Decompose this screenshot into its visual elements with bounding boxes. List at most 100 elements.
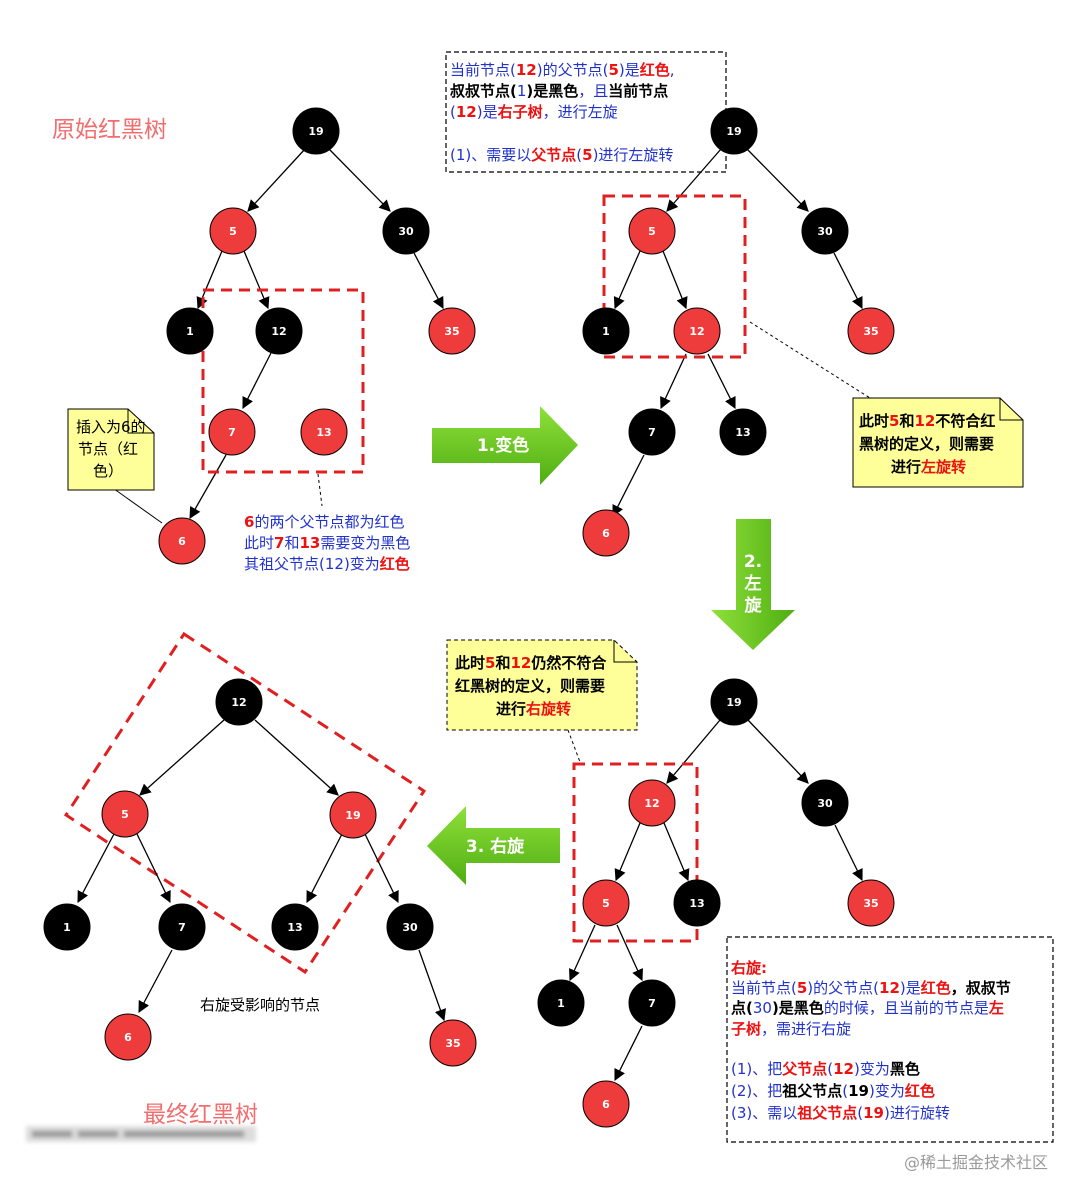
node-label: 13 xyxy=(689,897,704,910)
node-label: 19 xyxy=(308,125,323,138)
text-segment: 5 xyxy=(889,412,899,430)
node-label: 30 xyxy=(402,921,418,934)
panel3-rotation-box: 右旋: 当前节点(5)的父节点(12)是红色，叔叔节 点(30)是黑色的时候，且… xyxy=(726,936,1054,1143)
tree-node xyxy=(847,879,895,927)
node-label: 12 xyxy=(231,696,246,709)
tree-node xyxy=(628,779,676,827)
text-segment: 仍然不符合 xyxy=(530,654,607,672)
text-segment: 此时 xyxy=(455,654,485,672)
tree-node xyxy=(428,307,476,355)
arrow-label: 左 xyxy=(745,573,762,594)
node-label: 5 xyxy=(602,897,610,910)
panel3-edges xyxy=(569,719,863,1082)
edge xyxy=(254,719,339,796)
rotation-line: 点(30)是黑色的时候，且当前的节点是左 xyxy=(731,999,1004,1017)
tree-node xyxy=(673,307,721,355)
rotation-line: 右旋: xyxy=(731,959,767,977)
edge xyxy=(306,833,343,904)
panel1-desc-line: 此时7和13需要变为黑色 xyxy=(244,534,410,552)
text-segment: 红色 xyxy=(640,61,670,79)
text-segment: 12 xyxy=(510,654,531,672)
insert-note-line: 色） xyxy=(93,462,123,480)
text-segment: 19 xyxy=(848,1082,869,1100)
text-segment: )是 xyxy=(477,103,498,121)
text-segment: 不符合红 xyxy=(935,412,995,430)
arrow-label: 1.变色 xyxy=(477,435,529,456)
edge xyxy=(833,252,863,310)
text-segment: 当前节点( xyxy=(731,979,797,997)
edge xyxy=(834,824,863,882)
text-segment: 12 xyxy=(914,412,935,430)
text-segment: , xyxy=(670,61,675,79)
text-segment: 左旋转 xyxy=(920,458,966,476)
insert-note-line: 节点（红 xyxy=(78,440,138,458)
text-segment: 祖父节点 xyxy=(796,1104,857,1122)
node-label: 35 xyxy=(863,897,878,910)
text-segment: 1 xyxy=(517,82,527,100)
panel2-note: 此时5和12不符合红 黑树的定义，则需要 进行左旋转 xyxy=(749,321,1024,488)
tree-node xyxy=(158,903,206,951)
text-segment: )的父节点( xyxy=(537,61,609,79)
tree-node xyxy=(582,1080,630,1128)
edge xyxy=(707,353,736,410)
tree-node xyxy=(628,979,676,1027)
edge xyxy=(328,148,391,212)
edge xyxy=(614,822,641,882)
node-label: 6 xyxy=(178,535,186,548)
condition-line: 当前节点(12)的父节点(5)是红色, xyxy=(450,61,675,79)
node-label: 1 xyxy=(602,325,610,338)
edge xyxy=(413,252,444,310)
node-label: 35 xyxy=(445,1037,460,1050)
text-segment: 祖父节点 xyxy=(781,1082,842,1100)
text-segment: 需要变为黑色 xyxy=(320,534,410,552)
text-segment: )变为 xyxy=(854,1060,890,1078)
text-segment: 右旋转 xyxy=(526,700,571,718)
panel2-edges xyxy=(612,148,863,518)
rotation-line: (3)、需以祖父节点(19)进行旋转 xyxy=(731,1104,950,1122)
edge xyxy=(747,719,809,784)
text-segment: (2)、把 xyxy=(731,1082,782,1100)
text-segment: 6 xyxy=(244,513,254,531)
node-label: 19 xyxy=(726,125,741,138)
text-segment: 的两个父节点都为红色 xyxy=(254,513,404,531)
panel4-title: 最终红黑树 xyxy=(143,1102,258,1128)
note-line: 黑树的定义，则需要 xyxy=(859,435,994,453)
tree-node xyxy=(300,408,348,456)
tree-node xyxy=(292,107,340,155)
arrow-left-rotation: 2. 左 旋 xyxy=(711,519,795,650)
text-segment: ，进行左旋 xyxy=(543,103,618,121)
tree-node xyxy=(43,903,91,951)
node-label: 35 xyxy=(863,325,878,338)
node-label: 1 xyxy=(186,325,194,338)
edge xyxy=(662,250,688,310)
node-label: 13 xyxy=(735,426,750,439)
text-segment: ( xyxy=(450,103,456,121)
edge xyxy=(189,454,227,520)
edge xyxy=(663,822,690,882)
edge xyxy=(666,719,721,784)
edge xyxy=(666,148,722,212)
panel3-note: 此时5和12仍然不符合 红黑树的定义，则需要 进行右旋转 xyxy=(446,639,638,763)
rotation-line: (1)、把父节点(12)变为黑色 xyxy=(731,1060,920,1078)
tree-node xyxy=(801,207,849,255)
tree-node xyxy=(719,408,767,456)
edge xyxy=(616,924,643,982)
tree-node xyxy=(801,779,849,827)
text-segment: 此时 xyxy=(859,412,889,430)
node-label: 13 xyxy=(316,426,331,439)
tree-node xyxy=(382,207,430,255)
panel1-title: 原始红黑树 xyxy=(52,117,167,143)
node-label: 12 xyxy=(271,325,286,338)
edge xyxy=(746,148,809,212)
text-segment: 和 xyxy=(284,534,299,552)
text-segment: 右子树 xyxy=(498,103,543,121)
text-segment: 5 xyxy=(608,61,618,79)
blur-block xyxy=(78,1131,118,1137)
tree-node xyxy=(101,790,149,838)
tree-node xyxy=(209,207,257,255)
text-segment: 红色 xyxy=(380,555,410,573)
note-shape xyxy=(67,408,155,491)
node-label: 6 xyxy=(124,1031,132,1044)
condition-box-border xyxy=(445,51,727,173)
node-label: 30 xyxy=(817,225,833,238)
